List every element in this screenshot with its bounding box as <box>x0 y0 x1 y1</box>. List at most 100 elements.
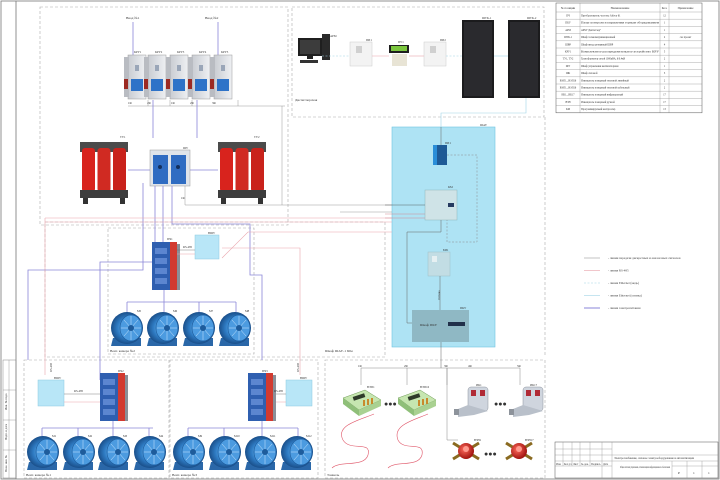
tb-sheet: 1 <box>693 471 695 475</box>
kru-2[interactable] <box>143 54 167 100</box>
spec-cell: ВЭП1...ВЭП16 <box>560 87 577 90</box>
spec-cell: ПЧ <box>566 15 570 18</box>
vfd-ch2[interactable] <box>152 242 180 290</box>
spec-cell: ШК <box>566 72 571 75</box>
spec-header: Кол. <box>662 6 668 10</box>
manual-detector-ellipsis: ●●● <box>484 450 497 458</box>
spec-header: Примечание <box>678 6 694 10</box>
vfd-ch3[interactable] <box>248 373 276 421</box>
fan-m12[interactable] <box>280 435 314 471</box>
fan-m3-label: М3 <box>123 434 128 438</box>
vfd-ch1[interactable] <box>100 373 128 421</box>
fan-m9[interactable] <box>172 435 206 471</box>
spec-cell: 17 <box>663 101 666 104</box>
tb-col-list: Лист <box>573 463 579 466</box>
network-switch-label: ПИ1 <box>445 141 451 145</box>
legend: - линии передачи дискретных и аналоговых… <box>584 256 681 310</box>
fan-m5[interactable] <box>110 311 144 347</box>
vfd-ch2-box[interactable] <box>194 234 220 260</box>
kru-1[interactable] <box>123 54 147 100</box>
input-left-label: Ввод №1 <box>126 16 140 20</box>
spec-table-frame <box>555 2 703 114</box>
transformer-tu2[interactable] <box>218 142 266 204</box>
kru-feeder-5: 3Ф <box>212 101 217 105</box>
kru-5[interactable] <box>209 54 233 100</box>
fan-m4-label: М4 <box>159 434 164 438</box>
spec-cell: Извещатель пожарный тепловой линейный <box>581 79 629 82</box>
spec-cell: см. проект <box>680 36 692 39</box>
zone-ventchamber2 <box>107 227 255 355</box>
tb-sheets: 1 <box>708 471 710 475</box>
switchboard-shu[interactable] <box>149 149 191 187</box>
kru-2-label: КРУ2 <box>155 50 163 54</box>
fan-m11[interactable] <box>244 435 278 471</box>
spec-header: № позиции <box>561 6 576 10</box>
spec-cell: 1 <box>664 29 666 32</box>
zone-ventchamber3-label: Вент. камера №3 <box>172 473 197 477</box>
dispatch-module-3[interactable] <box>423 41 447 67</box>
strip-label-1: Инв. № подл. <box>4 393 8 410</box>
vfd-ch3-label: ПЧ3 <box>262 369 268 373</box>
fiber-label: Оптика <box>437 290 441 300</box>
spec-cell: КМ <box>566 108 571 111</box>
arm-label: АРМ <box>330 34 337 38</box>
strip-label-3: Взам. инв. № <box>4 455 8 472</box>
spec-cell: ИК1...ИК17 <box>561 94 575 97</box>
spec-cell: ШВР <box>565 43 571 46</box>
vfd-ch3-box[interactable] <box>285 379 313 407</box>
fan-m1[interactable] <box>26 435 60 471</box>
fan-m2-label: М2 <box>88 434 93 438</box>
vfd-ch2-box-label: ВШУ <box>208 231 216 235</box>
operator-panel[interactable] <box>412 310 469 342</box>
spec-cell: 2 <box>664 79 666 82</box>
tb-col-doc: № док. <box>581 463 589 466</box>
tb-project: Электроснабжение, силовое электрооборудо… <box>614 457 695 460</box>
fan-m3[interactable] <box>97 435 131 471</box>
legend-label: - линия Ethernet (медь) <box>608 281 639 285</box>
fan-m4[interactable] <box>133 435 167 471</box>
network-switch[interactable] <box>433 145 447 165</box>
spec-cell: Программируемый контроллер <box>581 108 616 111</box>
plc-controller[interactable] <box>424 189 458 221</box>
zone-ventchamber3 <box>169 359 319 479</box>
spec-cell: 12 <box>663 15 666 18</box>
spec-cell: Извещатель пожарный ручной <box>581 101 615 104</box>
zone-dispatch <box>291 6 545 118</box>
legend-label: - линия Ethernet (оптика) <box>608 294 642 298</box>
dispatch-module-1[interactable] <box>349 41 373 67</box>
dispatch-module-2[interactable] <box>389 45 409 66</box>
fan-m7[interactable] <box>182 311 216 347</box>
dispatch-module-2-label: ПУ1 <box>398 40 404 44</box>
legend-label: - линия RS-485 <box>608 269 629 273</box>
fan-m9-label: М9 <box>198 434 203 438</box>
kru-4[interactable] <box>187 54 211 100</box>
spec-cell: ВЗН <box>566 101 571 104</box>
io-module[interactable] <box>427 251 451 277</box>
spec-cell: 5 <box>664 51 666 54</box>
telecom-cabinet-1[interactable] <box>462 20 494 98</box>
heat-cable-1 <box>331 413 375 469</box>
fan-m6-label: М6 <box>173 309 178 313</box>
dispatch-module-1-label: ПИ1 <box>366 38 372 42</box>
arm-workstation[interactable] <box>298 34 330 63</box>
spec-cell: АРМ <box>565 29 571 32</box>
fan-m10[interactable] <box>208 435 242 471</box>
spec-cell: Шкаф силовой <box>581 72 598 75</box>
fan-m8-label: М8 <box>245 309 250 313</box>
sensor-feeder-3: 3Ф <box>444 364 449 368</box>
kru-3-label: КРУ3 <box>177 50 185 54</box>
kru-4-label: КРУ4 <box>199 50 207 54</box>
vfd-ch2-link-label: RS-485 <box>183 245 193 249</box>
transformer-tu1[interactable] <box>80 142 128 204</box>
vfd-ch1-box[interactable] <box>37 379 65 407</box>
kru-row: КРУ1 КРУ2 КРУ3 КРУ4 КРУ5 1Ф 2Ф 1Ф 2Ф 3Ф <box>123 50 233 105</box>
spec-cell: 2 <box>664 58 666 61</box>
telecom-cabinet-2[interactable] <box>508 20 540 98</box>
fan-m6[interactable] <box>146 311 180 347</box>
kru-3[interactable] <box>165 54 189 100</box>
spec-cell: 17 <box>663 94 666 97</box>
fan-m8[interactable] <box>218 311 252 347</box>
fan-m2[interactable] <box>62 435 96 471</box>
fan-m5-label: М5 <box>137 309 142 313</box>
